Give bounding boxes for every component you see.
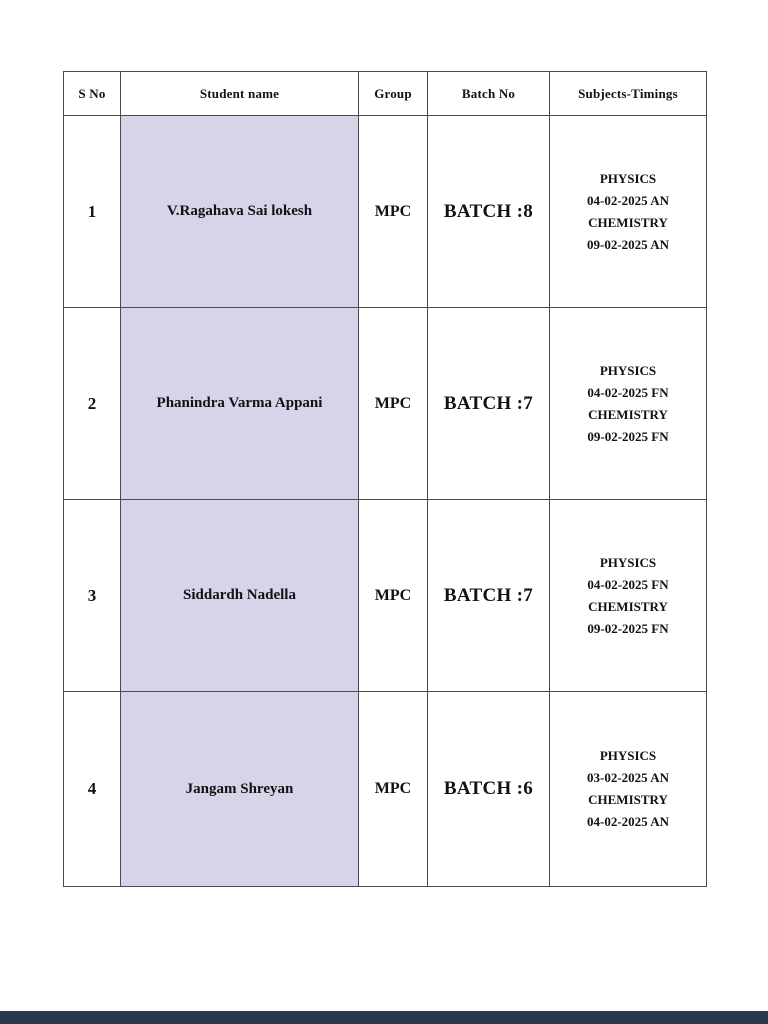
subject-line: 04-02-2025 FN bbox=[587, 384, 669, 400]
viewer-bottom-bar bbox=[0, 1011, 768, 1024]
s-no-cell: 3 bbox=[63, 499, 121, 692]
table-row: 2 Phanindra Varma Appani MPC BATCH :7 PH… bbox=[63, 307, 707, 500]
subject-line: 09-02-2025 FN bbox=[587, 428, 669, 444]
subject-line: 09-02-2025 FN bbox=[587, 620, 669, 636]
table-header-row: S No Student name Group Batch No Subject… bbox=[63, 71, 707, 116]
table-row: 3 Siddardh Nadella MPC BATCH :7 PHYSICS … bbox=[63, 499, 707, 692]
group-cell: MPC bbox=[358, 499, 428, 692]
batch-no-cell: BATCH :7 bbox=[427, 307, 550, 500]
header-batch-no: Batch No bbox=[427, 71, 550, 116]
s-no-cell: 1 bbox=[63, 115, 121, 308]
header-subjects-timings: Subjects-Timings bbox=[549, 71, 707, 116]
subject-line: PHYSICS bbox=[599, 748, 657, 763]
batch-no-cell: BATCH :8 bbox=[427, 115, 550, 308]
s-no-cell: 4 bbox=[63, 691, 121, 887]
subject-line: 04-02-2025 FN bbox=[587, 576, 669, 592]
s-no-cell: 2 bbox=[63, 307, 121, 500]
subject-line: 09-02-2025 AN bbox=[587, 236, 669, 252]
student-name-cell: V.Ragahava Sai lokesh bbox=[120, 115, 359, 308]
batch-no-cell: BATCH :6 bbox=[427, 691, 550, 887]
subjects-timings-cell: PHYSICS 04-02-2025 FN CHEMISTRY 09-02-20… bbox=[549, 307, 707, 500]
subjects-timings-cell: PHYSICS 04-02-2025 FN CHEMISTRY 09-02-20… bbox=[549, 499, 707, 692]
batch-no-cell: BATCH :7 bbox=[427, 499, 550, 692]
table-row: 1 V.Ragahava Sai lokesh MPC BATCH :8 PHY… bbox=[63, 115, 707, 308]
subject-line: PHYSICS bbox=[599, 170, 657, 186]
student-batch-table: S No Student name Group Batch No Subject… bbox=[63, 71, 707, 887]
subject-line: PHYSICS bbox=[599, 362, 657, 378]
group-cell: MPC bbox=[358, 115, 428, 308]
subject-line: CHEMISTRY bbox=[588, 792, 668, 807]
subjects-timings-cell: PHYSICS 03-02-2025 AN CHEMISTRY 04-02-20… bbox=[549, 691, 707, 887]
group-cell: MPC bbox=[358, 307, 428, 500]
subject-line: CHEMISTRY bbox=[588, 598, 668, 614]
subject-line: 04-02-2025 AN bbox=[587, 192, 669, 208]
subject-line: CHEMISTRY bbox=[588, 406, 668, 422]
header-student-name: Student name bbox=[120, 71, 359, 116]
student-name-cell: Siddardh Nadella bbox=[120, 499, 359, 692]
table-row: 4 Jangam Shreyan MPC BATCH :6 PHYSICS 03… bbox=[63, 691, 707, 887]
subjects-timings-cell: PHYSICS 04-02-2025 AN CHEMISTRY 09-02-20… bbox=[549, 115, 707, 308]
student-name-cell: Jangam Shreyan bbox=[120, 691, 359, 887]
subject-line: 04-02-2025 AN bbox=[587, 814, 669, 829]
header-group: Group bbox=[358, 71, 428, 116]
group-cell: MPC bbox=[358, 691, 428, 887]
student-name-cell: Phanindra Varma Appani bbox=[120, 307, 359, 500]
subject-line: PHYSICS bbox=[599, 554, 657, 570]
subject-line: 03-02-2025 AN bbox=[587, 770, 669, 785]
subject-line: CHEMISTRY bbox=[588, 214, 668, 230]
header-s-no: S No bbox=[63, 71, 121, 116]
